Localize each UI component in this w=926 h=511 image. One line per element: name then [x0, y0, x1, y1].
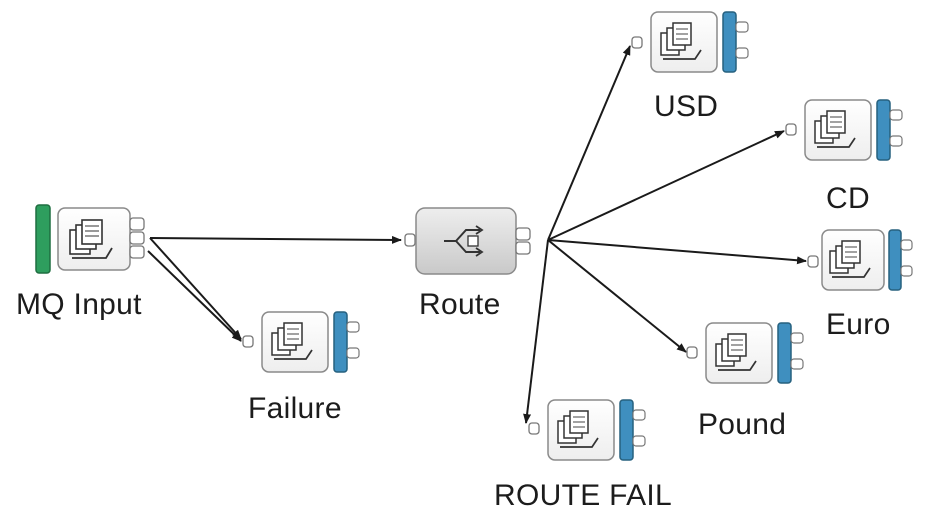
node-usd[interactable]: USD [631, 11, 749, 123]
edge-mq-input-to-failure[interactable] [149, 237, 242, 340]
output-terminal [790, 332, 804, 344]
message-document-icon [69, 219, 113, 259]
input-terminal [631, 36, 643, 49]
connections [147, 45, 807, 424]
output-terminal [735, 47, 749, 59]
node-mq-input[interactable]: MQ Input [16, 204, 145, 321]
node-label: Pound [698, 408, 786, 441]
output-bar [619, 399, 634, 461]
message-document-icon [271, 322, 313, 360]
edge-route-to-route-fail[interactable] [523, 239, 549, 424]
output-bar [333, 311, 348, 373]
node-euro[interactable]: Euro [807, 229, 913, 341]
route-split-icon [444, 225, 484, 257]
node-failure[interactable]: Failure [242, 311, 360, 425]
output-bar [876, 99, 891, 161]
output-bar [722, 11, 737, 73]
node-cd[interactable]: CD [785, 99, 903, 215]
message-document-icon [829, 240, 871, 278]
node-route[interactable]: Route [404, 207, 531, 321]
edge-route-to-cd[interactable] [547, 130, 785, 241]
output-terminal [346, 321, 360, 333]
output-terminals [515, 227, 531, 255]
output-terminal [889, 135, 903, 147]
edge-mq-input-catch-to-failure[interactable] [147, 250, 242, 342]
node-label: MQ Input [16, 288, 142, 321]
message-document-icon [814, 110, 856, 148]
input-terminal [528, 422, 540, 435]
message-document-icon [660, 22, 702, 60]
input-terminal [404, 233, 416, 247]
edge-mq-input-to-route[interactable] [149, 235, 402, 244]
node-label: Euro [826, 308, 891, 341]
message-document-icon [715, 333, 757, 371]
node-label: USD [654, 90, 718, 123]
output-terminals [129, 217, 145, 259]
node-body [415, 207, 517, 275]
node-label: Failure [248, 392, 342, 425]
node-route-fail[interactable]: ROUTE FAIL [494, 399, 672, 511]
output-terminal [632, 435, 646, 447]
output-bar [888, 229, 902, 291]
input-terminal [785, 123, 797, 136]
input-terminal [242, 335, 254, 348]
node-label: ROUTE FAIL [494, 479, 672, 511]
output-terminal [889, 109, 903, 121]
message-document-icon [557, 410, 599, 448]
output-bar [777, 322, 792, 384]
output-terminal [632, 409, 646, 421]
edge-route-to-euro[interactable] [547, 239, 807, 265]
output-terminal [346, 347, 360, 359]
input-bar [35, 204, 51, 274]
node-label: Route [419, 288, 501, 321]
output-terminal [900, 265, 913, 277]
input-terminal [686, 346, 698, 359]
output-terminal [735, 21, 749, 33]
input-terminal [807, 255, 819, 268]
node-label: CD [826, 182, 870, 215]
edge-route-to-pound[interactable] [547, 239, 687, 353]
node-pound[interactable]: Pound [686, 322, 804, 441]
output-terminal [900, 239, 913, 251]
edge-route-to-usd[interactable] [547, 45, 631, 241]
output-terminal [790, 358, 804, 370]
